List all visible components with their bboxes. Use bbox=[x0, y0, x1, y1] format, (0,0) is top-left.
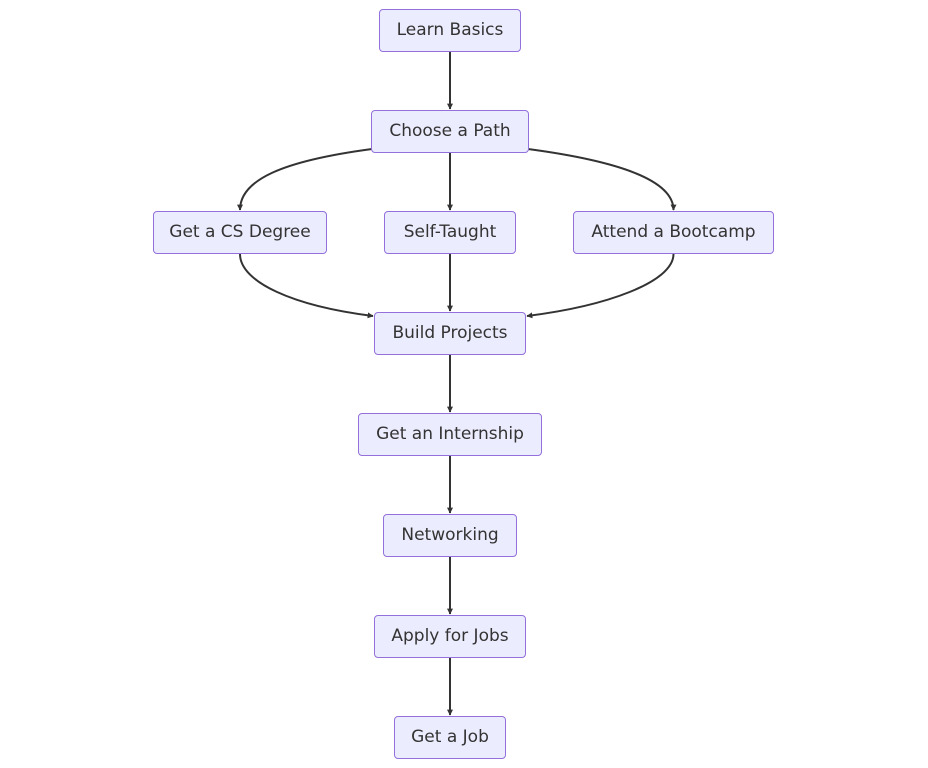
edge-bootcamp-to-build-projects bbox=[526, 253, 675, 319]
node-get-a-cs-degree-label: Get a CS Degree bbox=[169, 222, 311, 242]
node-apply-for-jobs: Apply for Jobs bbox=[374, 615, 526, 658]
node-networking-label: Networking bbox=[401, 525, 499, 545]
node-learn-basics: Learn Basics bbox=[379, 9, 521, 52]
node-get-a-cs-degree: Get a CS Degree bbox=[153, 211, 327, 254]
node-apply-for-jobs-label: Apply for Jobs bbox=[391, 626, 509, 646]
node-self-taught-label: Self-Taught bbox=[403, 222, 497, 242]
node-choose-a-path-label: Choose a Path bbox=[389, 121, 511, 141]
edge-cs-degree-to-build-projects bbox=[239, 253, 374, 319]
node-get-a-job-label: Get a Job bbox=[411, 727, 489, 747]
edge-choose-path-to-cs-degree bbox=[237, 148, 373, 211]
node-get-an-internship: Get an Internship bbox=[358, 413, 542, 456]
node-choose-a-path: Choose a Path bbox=[371, 110, 529, 153]
node-networking: Networking bbox=[383, 514, 517, 557]
node-get-an-internship-label: Get an Internship bbox=[376, 424, 524, 444]
edge-choose-path-to-bootcamp bbox=[527, 148, 677, 211]
node-build-projects: Build Projects bbox=[374, 312, 526, 355]
node-build-projects-label: Build Projects bbox=[392, 323, 508, 343]
node-get-a-job: Get a Job bbox=[394, 716, 506, 759]
node-attend-a-bootcamp-label: Attend a Bootcamp bbox=[591, 222, 756, 242]
node-attend-a-bootcamp: Attend a Bootcamp bbox=[573, 211, 774, 254]
node-learn-basics-label: Learn Basics bbox=[396, 20, 504, 40]
node-self-taught: Self-Taught bbox=[384, 211, 516, 254]
